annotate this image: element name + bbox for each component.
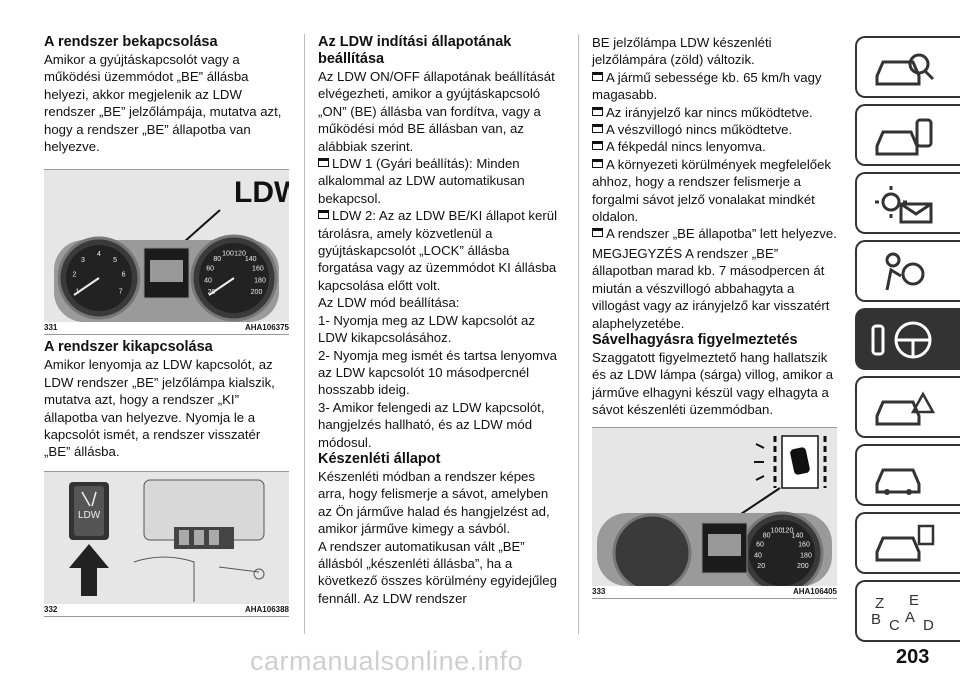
figure-code: AHA106388: [244, 604, 289, 614]
tab-starting-driving[interactable]: [855, 308, 960, 370]
bullet-system-on: A rendszer „BE állapotba” lett helyezve.: [592, 225, 837, 242]
car-key-icon: [875, 118, 933, 156]
column-divider: [578, 34, 579, 634]
gauge-tick-label: 80: [763, 532, 771, 539]
gauge-tick-label: 100: [222, 251, 234, 258]
gauge-tick-label: 40: [204, 278, 212, 285]
bullet-ldw1: LDW 1 (Gyári beállítás): Minden alkalomm…: [318, 155, 563, 207]
heading-system-on: A rendszer bekapcsolása: [44, 34, 218, 50]
gauge-tick-label: 60: [206, 266, 214, 273]
figure-332: LDW: [44, 470, 289, 604]
bullet-ldw2: LDW 2: Az az LDW BE/KI állapot kerül tár…: [318, 207, 563, 294]
bullet-speed: A jármű sebessége kb. 65 km/h vagy magas…: [592, 69, 837, 104]
ldw-callout-label: LDW: [234, 176, 289, 209]
steering-wheel-key-icon: [871, 321, 932, 359]
gauge-tick-label: 180: [254, 278, 266, 285]
ldw-switch-label: LDW: [78, 510, 101, 521]
gauge-tick-label: 200: [797, 563, 809, 570]
gauge-tick-label: 7: [119, 289, 123, 296]
para-standby-2: A rendszer automatikusan vált „BE” állás…: [318, 538, 557, 606]
figure-333-caption: 333 AHA106405: [592, 586, 837, 599]
step-1: 1- Nyomja meg az LDW kapcsolót az LDW ki…: [318, 312, 535, 346]
tab-vehicle-overview[interactable]: [855, 36, 960, 98]
tab-emergency[interactable]: [855, 376, 960, 438]
car-service-icon: [875, 468, 921, 495]
gauge-tick-label: 140: [792, 532, 804, 539]
gauge-tick-label: 80: [213, 257, 221, 264]
heading-startup-setting: Az LDW indítási állapotának beállítása: [318, 34, 512, 67]
index-letter: D: [923, 617, 934, 634]
gauge-tick-label: 160: [798, 541, 810, 548]
para-system-on: Amikor a gyújtáskapcsolót vagy a működés…: [44, 52, 282, 155]
para-standby-lamp: BE jelzőlámpa LDW készenléti jelzőlámpár…: [592, 35, 772, 68]
figure-number: 331: [44, 323, 58, 333]
bullet-indicator: Az irányjelző kar nincs működtetve.: [592, 104, 837, 121]
step-3: 3- Amikor felengedi az LDW kapcsolót, ha…: [318, 399, 545, 450]
bullet-hazard: A vészvillogó nincs működtetve.: [592, 121, 837, 138]
para-standby-1: Készenléti módban a rendszer képes arra,…: [318, 468, 550, 537]
watermark: carmanualsonline.info: [250, 646, 524, 676]
page-number: 203: [896, 646, 930, 668]
gauge-tick-label: 5: [113, 257, 117, 264]
para-mode-setting: Az LDW mód beállítása:: [318, 295, 460, 311]
bullet-conditions: A környezeti körülmények megfelelőek ahh…: [592, 156, 837, 226]
figure-331-caption: 331 AHA106375: [44, 322, 289, 336]
index-letter: C: [889, 617, 900, 634]
gauge-tick-label: 4: [97, 251, 101, 258]
index-letter: Z: [875, 595, 884, 612]
tab-safety[interactable]: [855, 240, 960, 302]
index-letter: A: [905, 609, 915, 626]
column-2: Az LDW indítási állapotának beállítása A…: [318, 34, 563, 607]
heading-standby: Készenléti állapot: [318, 450, 441, 467]
step-2: 2- Nyomja meg ismét és tartsa lenyomva a…: [318, 347, 557, 398]
gauge-tick-label: 40: [754, 552, 762, 559]
para-startup-setting: Az LDW ON/OFF állapotának beállítását el…: [318, 69, 555, 154]
gauge-tick-label: 6: [122, 272, 126, 279]
gauge-tick-label: 180: [800, 552, 812, 559]
gauge-tick-label: 20: [757, 563, 765, 570]
index-letter: B: [871, 611, 881, 628]
car-data-icon: [875, 524, 935, 562]
column-3: BE jelzőlámpa LDW készenléti jelzőlámpár…: [592, 34, 837, 603]
gauge-tick-label: 2: [72, 272, 76, 279]
car-magnifier-icon: [875, 53, 935, 86]
column-1: A rendszer bekapcsolása Amikor a gyújtás…: [44, 34, 289, 621]
index-letters-icon: Z E B C A D: [871, 592, 934, 634]
gauge-tick-label: 160: [252, 266, 264, 273]
tab-technical-data[interactable]: [855, 512, 960, 574]
gauge-tick-label: 3: [81, 257, 85, 264]
gauge-tick-label: 120: [782, 527, 794, 534]
tab-maintenance[interactable]: [855, 444, 960, 506]
tab-index[interactable]: Z E B C A D: [855, 580, 960, 642]
heading-system-off: A rendszer kikapcsolása: [44, 339, 213, 356]
figure-number: 332: [44, 604, 58, 614]
figure-number: 333: [592, 586, 606, 596]
car-warning-icon: [875, 391, 936, 426]
para-lane-departure: Szaggatott figyelmeztető hang hallatszik…: [592, 349, 834, 418]
figure-code: AHA106375: [244, 323, 289, 333]
column-divider: [304, 34, 305, 634]
gauge-tick-label: 60: [756, 541, 764, 548]
tab-warning-lights[interactable]: [855, 172, 960, 234]
figure-332-caption: 332 AHA106388: [44, 604, 289, 617]
airbag-person-icon: [885, 252, 925, 291]
bullet-brake: A fékpedál nincs lenyomva.: [592, 138, 837, 155]
warning-light-envelope-icon: [875, 186, 933, 224]
ldw-switch-illustration: LDW: [44, 471, 289, 604]
para-system-off: Amikor lenyomja az LDW kapcsolót, az LDW…: [44, 357, 275, 460]
gauge-tick-label: 200: [251, 289, 263, 296]
gauge-tick-label: 100: [771, 527, 783, 534]
index-letter: E: [909, 592, 919, 609]
gauge-tick-label: 140: [245, 257, 257, 264]
para-note: MEGJEGYZÉS A rendszer „BE” állapotban ma…: [592, 245, 830, 331]
figure-code: AHA106405: [792, 586, 837, 596]
tab-vehicle-knowledge[interactable]: [855, 104, 960, 166]
heading-lane-departure: Sávelhagyásra figyelmeztetés: [592, 331, 798, 348]
gauge-tick-label: 120: [234, 251, 246, 258]
